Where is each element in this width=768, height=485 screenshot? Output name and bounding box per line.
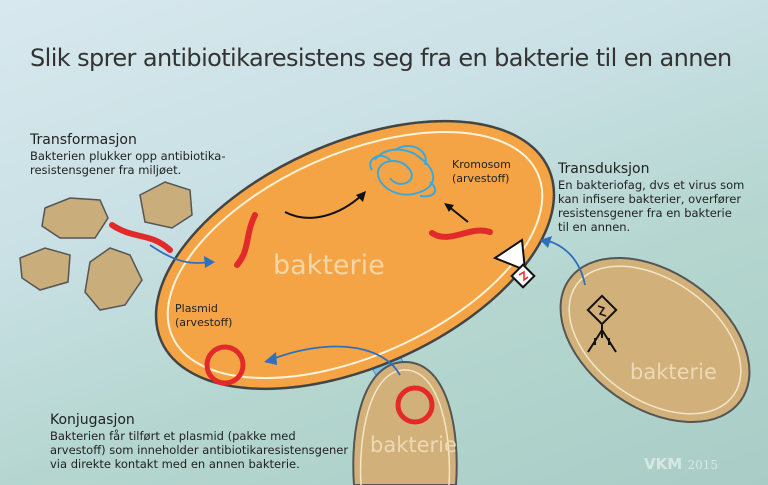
bacteriophage-icon	[492, 238, 536, 289]
conjugation-body: Bakterien får tilført et plasmid (pakke …	[50, 429, 349, 471]
transferred-plasmid-circle	[395, 385, 435, 425]
conjugation-description: Konjugasjon Bakterien får tilført et pla…	[50, 412, 348, 471]
chromosome-icon	[369, 145, 437, 198]
chromosome-label: Kromosom (arvestoff)	[452, 158, 511, 185]
bacteriophage-icon-infecting	[586, 294, 618, 353]
conjugation-heading: Konjugasjon	[50, 412, 135, 428]
transformation-body: Bakterien plukker opp antibiotika- resis…	[30, 149, 226, 177]
transformation-heading: Transformasjon	[30, 132, 137, 148]
main-bacterium-label: bakterie	[273, 250, 385, 281]
transduced-gene	[429, 227, 493, 240]
page-title: Slik sprer antibiotikaresistens seg fra …	[30, 44, 732, 72]
transduction-arrow	[544, 239, 586, 286]
vkm-logo: VKM 2015	[644, 455, 718, 474]
free-resistance-gene	[109, 222, 173, 253]
logo-text: VKM	[644, 455, 683, 473]
transduction-body: En bakteriofag, dvs et virus som kan inf…	[558, 178, 745, 234]
conjugation-arrow	[269, 345, 401, 376]
plasmid-circle	[204, 344, 246, 386]
integration-arrow	[284, 194, 363, 219]
absorbed-resistance-gene	[234, 212, 258, 268]
transduction-description: Transduksjon En bakteriofag, dvs et viru…	[558, 161, 744, 234]
transformation-description: Transformasjon Bakterien plukker opp ant…	[30, 132, 226, 177]
right-bacterium	[559, 256, 751, 424]
main-bacterium	[154, 119, 556, 391]
plasmid-label: Plasmid (arvestoff)	[175, 302, 233, 329]
bottom-bacterium-label: bakterie	[370, 433, 457, 457]
right-bacterium-label: bakterie	[630, 360, 717, 384]
bottom-bacterium	[352, 360, 458, 485]
transduction-heading: Transduksjon	[558, 161, 650, 177]
logo-year: 2015	[687, 458, 718, 472]
environment-debris	[19, 181, 193, 311]
